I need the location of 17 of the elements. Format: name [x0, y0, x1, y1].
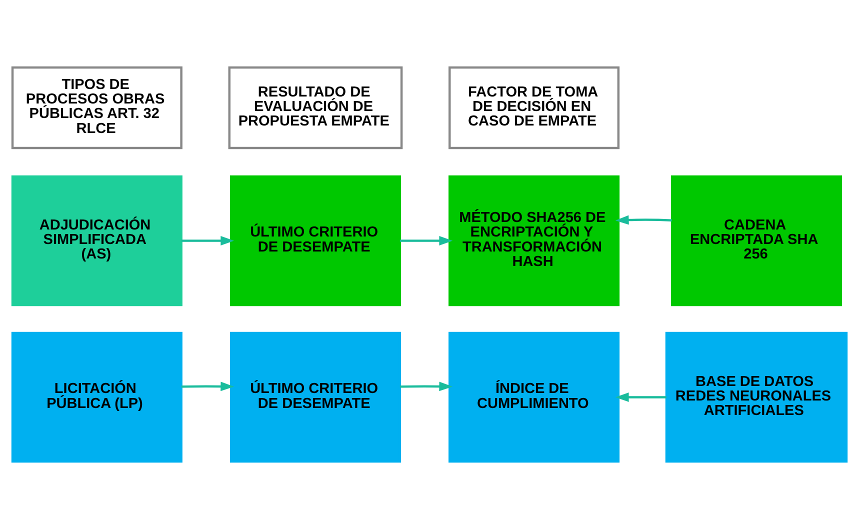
- node-box: BASE DE DATOS REDES NEURONALES ARTIFICIALES: [665, 331, 848, 462]
- node-box: LICITACIÓN PÚBLICA (LP): [11, 331, 182, 462]
- node-box: FACTOR DE TOMA DE DECISIÓN EN CASO DE EMPATE: [448, 66, 620, 149]
- arrow: [181, 236, 234, 245]
- node-box: ÚLTIMO CRITERIO DE DESEMPATE: [230, 174, 401, 306]
- node-box: RESULTADO DE EVALUACIÓN DE PROPUESTA EMPATE: [228, 66, 403, 149]
- arrow: [181, 381, 234, 391]
- arrow: [400, 236, 453, 245]
- node-box: CADENA ENCRIPTADA SHA 256: [670, 174, 842, 306]
- node-box: MÉTODO SHA256 DE ENCRIPTACIÓN Y TRANSFORMACIÓN HASH: [448, 174, 620, 306]
- node-box: ÍNDICE DE CUMPLIMIENTO: [448, 331, 620, 462]
- arrow: [400, 381, 453, 391]
- node-box: ÚLTIMO CRITERIO DE DESEMPATE: [230, 331, 401, 462]
- arrow: [615, 214, 672, 224]
- node-box: ADJUDICACIÓN SIMPLIFICADA (AS): [11, 174, 182, 306]
- arrow: [615, 392, 666, 402]
- node-box: TIPOS DE PROCESOS OBRAS PÚBLICAS ART. 32 RLCE: [11, 66, 182, 149]
